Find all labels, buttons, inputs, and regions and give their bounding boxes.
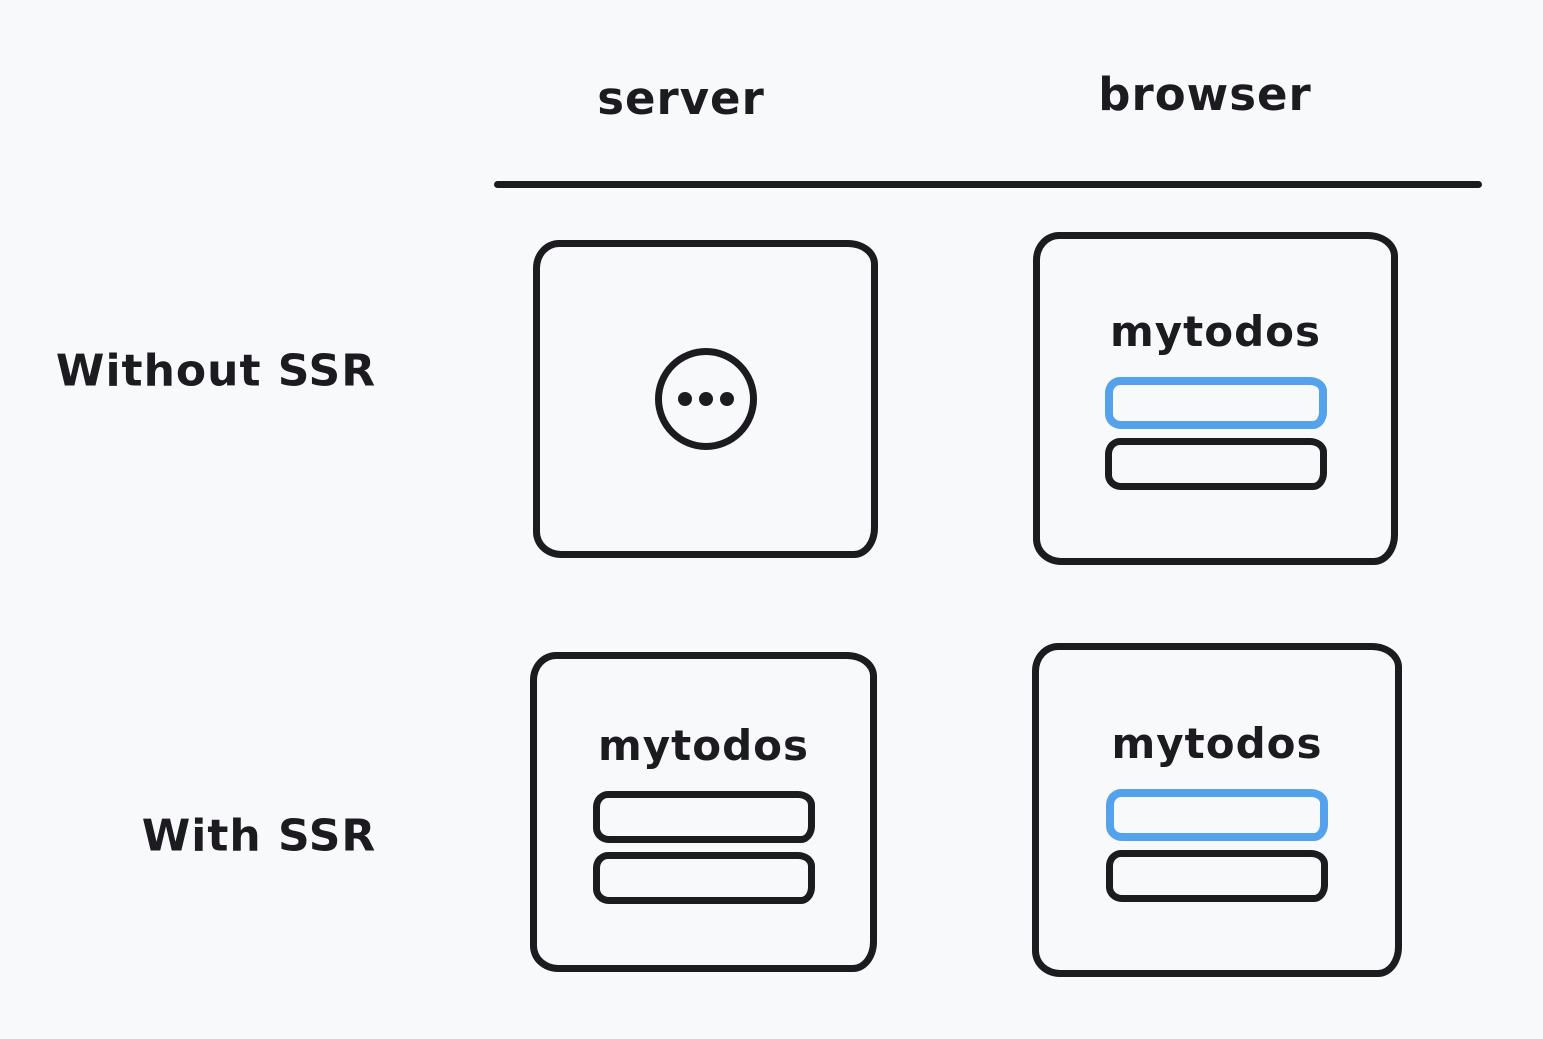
column-header-browser: browser [1098, 68, 1312, 121]
loading-ellipsis-icon [654, 348, 757, 450]
todo-item [592, 851, 815, 904]
server-panel-with-ssr: mytodos [530, 652, 877, 972]
loading-dot [677, 392, 692, 406]
row-label-with-ssr: With SSR [141, 810, 377, 862]
loading-dot [719, 392, 734, 406]
todo-item-highlighted [1106, 788, 1328, 841]
browser-panel-without-ssr: mytodos [1033, 232, 1398, 565]
row-label-without-ssr: Without SSR [55, 345, 377, 397]
todo-item [1106, 849, 1328, 902]
app-title: mytodos [598, 720, 809, 770]
app-title: mytodos [1111, 718, 1323, 768]
server-panel-without-ssr [533, 240, 878, 558]
todo-item [1104, 438, 1327, 490]
todo-item [592, 790, 815, 843]
browser-panel-with-ssr: mytodos [1032, 643, 1402, 977]
loading-dot [698, 392, 713, 406]
todo-item-highlighted [1104, 377, 1327, 429]
app-title: mytodos [1110, 307, 1321, 356]
column-header-server: server [597, 72, 765, 125]
header-divider [494, 181, 1482, 188]
